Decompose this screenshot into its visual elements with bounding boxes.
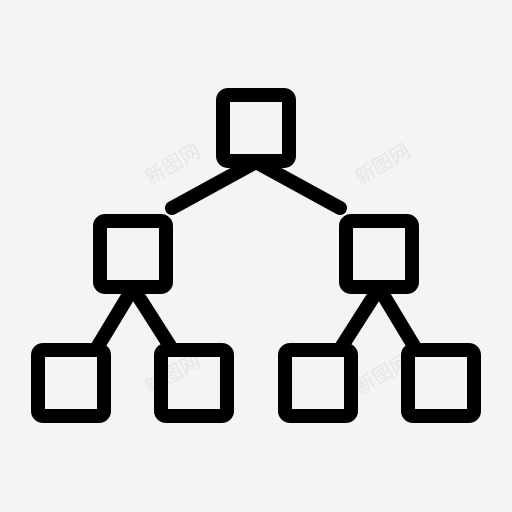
leaf-node-box-1 (31, 343, 111, 423)
connector-root-right (249, 155, 347, 215)
leaf-node-box-4 (401, 343, 481, 423)
leaf-node-box-3 (278, 343, 358, 423)
connector-right-leaf4 (372, 281, 421, 353)
watermark-text-2: 新图网 (351, 139, 415, 190)
watermark-text-1: 新图网 (141, 139, 205, 190)
connector-left-leaf2 (126, 281, 177, 353)
left-node-box (93, 214, 173, 294)
root-node-box (216, 88, 296, 168)
connector-root-left (165, 155, 263, 215)
leaf-node-box-2 (154, 343, 234, 423)
node-boxes (31, 88, 481, 423)
connector-left-leaf1 (91, 281, 140, 353)
connector-lines (91, 155, 421, 353)
right-node-box (339, 214, 419, 294)
connector-right-leaf3 (335, 281, 386, 353)
